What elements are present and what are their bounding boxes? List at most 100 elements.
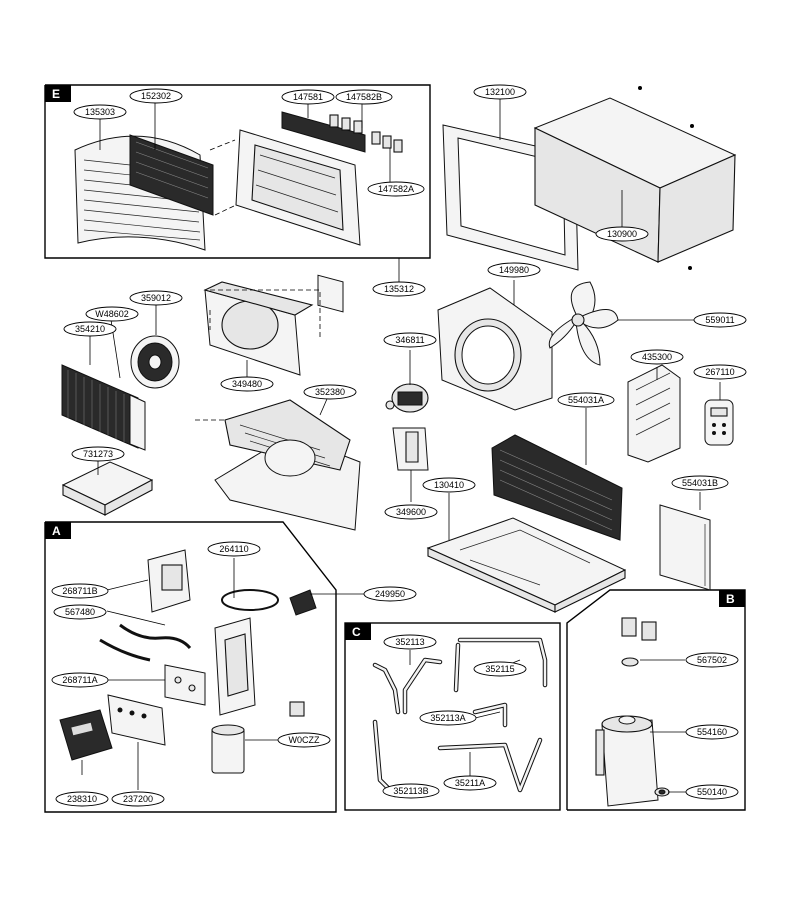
callout-152302-text: 152302 [141, 91, 171, 101]
outdoor-fan-559011 [548, 281, 619, 366]
callout-349600: 349600 [384, 504, 438, 520]
callout-346811-text: 346811 [395, 335, 424, 345]
evaporator-354210 [61, 364, 146, 451]
callout-135303-text: 135303 [85, 107, 115, 117]
callout-35211A-text: 35211A [455, 778, 485, 788]
callout-352113A: 352113A [419, 710, 477, 726]
callouts: 152302 135303 147581 147582B 147582A 135… [51, 84, 747, 807]
front-panel-frame [235, 129, 361, 313]
control-bracket [214, 617, 256, 716]
callout-352113A-text: 352113A [430, 713, 465, 723]
callout-147582A: 147582A [367, 181, 425, 197]
callout-W0CZZ: W0CZZ [277, 732, 331, 748]
section-b-label: B [726, 592, 735, 606]
callout-567480-text: 567480 [65, 607, 95, 617]
display-board-237200 [107, 694, 166, 746]
callout-W48602: W48602 [85, 306, 139, 322]
callout-435300: 435300 [630, 349, 684, 365]
callout-135312: 135312 [372, 281, 426, 297]
callout-132100: 132100 [473, 84, 527, 100]
callout-264110-text: 264110 [219, 544, 248, 554]
section-e-tag [45, 85, 71, 102]
section-a-label: A [52, 524, 61, 538]
callout-147582B: 147582B [335, 89, 393, 105]
callout-267110: 267110 [693, 364, 747, 380]
callout-268711A-text: 268711A [62, 675, 97, 685]
air-filter-152302 [129, 134, 214, 216]
callout-346811: 346811 [383, 332, 437, 348]
callout-567480: 567480 [53, 604, 107, 620]
callout-135312-text: 135312 [384, 284, 414, 294]
callout-559011-text: 559011 [705, 315, 734, 325]
callout-554031A: 554031A [557, 392, 615, 408]
callout-268711A: 268711A [51, 672, 109, 688]
callout-349480-text: 349480 [232, 379, 262, 389]
callout-130900-text: 130900 [607, 229, 637, 239]
callout-35211A: 35211A [443, 775, 497, 791]
callout-238310-text: 238310 [67, 794, 97, 804]
base-pan-352380 [214, 399, 361, 531]
pcb-268711A [164, 664, 206, 706]
callout-554031B-text: 554031B [682, 478, 718, 488]
callout-567502: 567502 [685, 652, 739, 668]
tubing-352115 [453, 637, 548, 693]
callout-352380: 352380 [303, 384, 357, 400]
callout-238310: 238310 [55, 791, 109, 807]
callout-352113B-text: 352113B [393, 786, 428, 796]
callout-147582A-text: 147582A [378, 184, 414, 194]
louver-clips [329, 114, 403, 153]
tubing-35211A [437, 737, 543, 793]
section-b-frame: B [566, 589, 746, 811]
cover-554031B [659, 504, 711, 591]
callout-554160-text: 554160 [697, 727, 727, 737]
callout-352380-text: 352380 [315, 387, 345, 397]
callout-149980-text: 149980 [499, 265, 529, 275]
callout-268711B-text: 268711B [62, 586, 97, 596]
control-panel-238310 [59, 709, 113, 761]
callout-349480: 349480 [220, 376, 274, 392]
callout-550140: 550140 [685, 784, 739, 800]
callout-135303: 135303 [73, 104, 127, 120]
wire-harness-567480 [99, 623, 192, 662]
callout-268711B: 268711B [51, 583, 109, 599]
callout-352113B: 352113B [382, 783, 440, 799]
callout-352115: 352115 [473, 661, 527, 677]
callout-130410: 130410 [422, 477, 476, 493]
callout-249950: 249950 [363, 586, 417, 602]
louver-147581 [281, 111, 366, 153]
compressor-554160 [595, 715, 659, 807]
callout-W0CZZ-text: W0CZZ [289, 735, 320, 745]
section-e-frame: E [44, 84, 431, 259]
tubing-352113 [372, 657, 443, 715]
motor-bracket-349600 [392, 427, 429, 471]
callout-352113-text: 352113 [395, 637, 424, 647]
callout-554160: 554160 [685, 724, 739, 740]
callout-237200-text: 237200 [123, 794, 153, 804]
callout-359012-text: 359012 [141, 293, 171, 303]
shroud-435300 [627, 364, 681, 463]
tubing-352113A [472, 702, 508, 728]
callout-559011: 559011 [693, 312, 747, 328]
callout-147582B-text: 147582B [346, 92, 382, 102]
grommet-567502 [621, 617, 657, 667]
section-a-frame: A [44, 521, 337, 813]
callout-249950-text: 249950 [375, 589, 405, 599]
leader-lines-dashed [195, 289, 321, 421]
section-c-tag [345, 623, 371, 640]
scroll-housing-349480 [203, 281, 314, 376]
callout-349600-text: 349600 [396, 507, 426, 517]
callout-354210: 354210 [63, 321, 117, 337]
section-b-tag [719, 590, 745, 607]
callout-132100-text: 132100 [485, 87, 515, 97]
callout-264110: 264110 [207, 541, 261, 557]
condenser-554031A [491, 434, 623, 541]
callout-W48602-text: W48602 [95, 309, 129, 319]
callout-152302: 152302 [129, 88, 183, 104]
callout-147581: 147581 [281, 89, 335, 105]
section-e-label: E [52, 87, 60, 101]
callout-352115-text: 352115 [485, 664, 514, 674]
callout-149980: 149980 [487, 262, 541, 278]
callout-130410-text: 130410 [434, 480, 464, 490]
insulation-731273 [61, 461, 154, 516]
